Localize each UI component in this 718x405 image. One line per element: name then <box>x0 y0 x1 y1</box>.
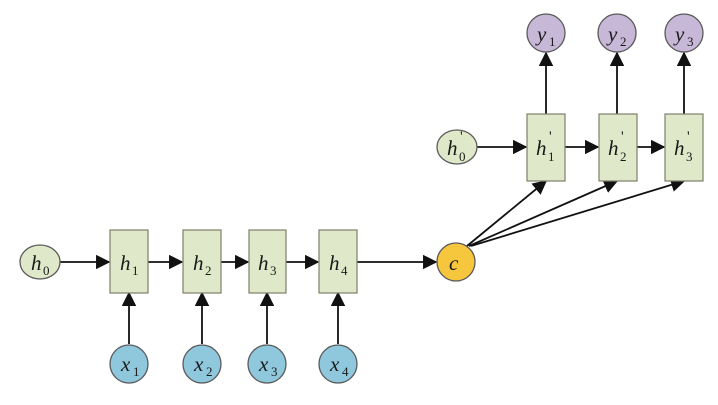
input-x1: x 1 <box>109 344 149 384</box>
output-y3: y 3 <box>664 13 704 53</box>
decoder-hidden-base: h <box>608 136 619 160</box>
decoder-hidden-base: h <box>674 136 685 160</box>
edge-c-h3p <box>470 177 686 247</box>
output-base: y <box>673 22 685 46</box>
decoder-hidden-h1: h 1 ' <box>526 113 566 182</box>
encoder-initial-node: h 0 <box>19 244 61 280</box>
encoder-hidden-base: h <box>120 251 131 275</box>
encoder-hidden-h2: h 2 <box>182 229 222 294</box>
context-label: c <box>449 251 459 275</box>
encoder-initial-sub: 0 <box>43 263 50 278</box>
decoder-hidden-sub: 3 <box>686 149 693 164</box>
edge-c-h2p <box>468 179 619 247</box>
input-sub: 1 <box>133 364 140 379</box>
decoder-hidden-prime: ' <box>549 129 552 145</box>
output-sub: 1 <box>549 34 556 49</box>
edge-c-h1p <box>466 180 548 247</box>
encoder-hidden-sub: 1 <box>132 263 139 278</box>
input-base: x <box>329 352 340 376</box>
encoder-hidden-sub: 3 <box>270 263 277 278</box>
encoder-hidden-sub: 4 <box>341 263 348 278</box>
edges <box>60 51 692 344</box>
input-sub: 4 <box>342 364 349 379</box>
decoder-hidden-sub: 1 <box>548 149 555 164</box>
decoder-initial-prime: ' <box>460 129 463 145</box>
decoder-hidden-h2: h 2 ' <box>598 113 638 182</box>
input-base: x <box>193 352 204 376</box>
output-y2: y 2 <box>597 13 637 53</box>
input-base: x <box>120 352 131 376</box>
decoder-hidden-sub: 2 <box>620 149 627 164</box>
input-sub: 2 <box>206 364 213 379</box>
encoder-hidden-sub: 2 <box>205 263 212 278</box>
output-sub: 3 <box>687 34 694 49</box>
decoder-hidden-h3: h 3 ' <box>664 113 704 182</box>
encoder-hidden-base: h <box>329 251 340 275</box>
decoder-initial-base: h <box>447 136 458 160</box>
encoder-hidden-base: h <box>258 251 269 275</box>
decoder-hidden-prime: ' <box>687 129 690 145</box>
decoder-initial-node: h 0 ' <box>436 129 478 165</box>
input-x2: x 2 <box>182 344 222 384</box>
decoder-initial-sub: 0 <box>459 149 466 164</box>
encoder-initial-base: h <box>31 251 42 275</box>
output-y1: y 1 <box>526 13 566 53</box>
input-x4: x 4 <box>318 344 358 384</box>
output-base: y <box>606 22 618 46</box>
decoder-hidden-base: h <box>536 136 547 160</box>
encoder-hidden-base: h <box>193 251 204 275</box>
context-node: c <box>436 242 476 282</box>
input-x3: x 3 <box>247 344 287 384</box>
output-sub: 2 <box>620 34 627 49</box>
input-sub: 3 <box>271 364 278 379</box>
decoder-hidden-prime: ' <box>621 129 624 145</box>
encoder-hidden-h4: h 4 <box>318 229 358 294</box>
encoder-hidden-h1: h 1 <box>109 229 149 294</box>
output-base: y <box>535 22 547 46</box>
input-base: x <box>258 352 269 376</box>
encoder-hidden-h3: h 3 <box>248 229 287 294</box>
